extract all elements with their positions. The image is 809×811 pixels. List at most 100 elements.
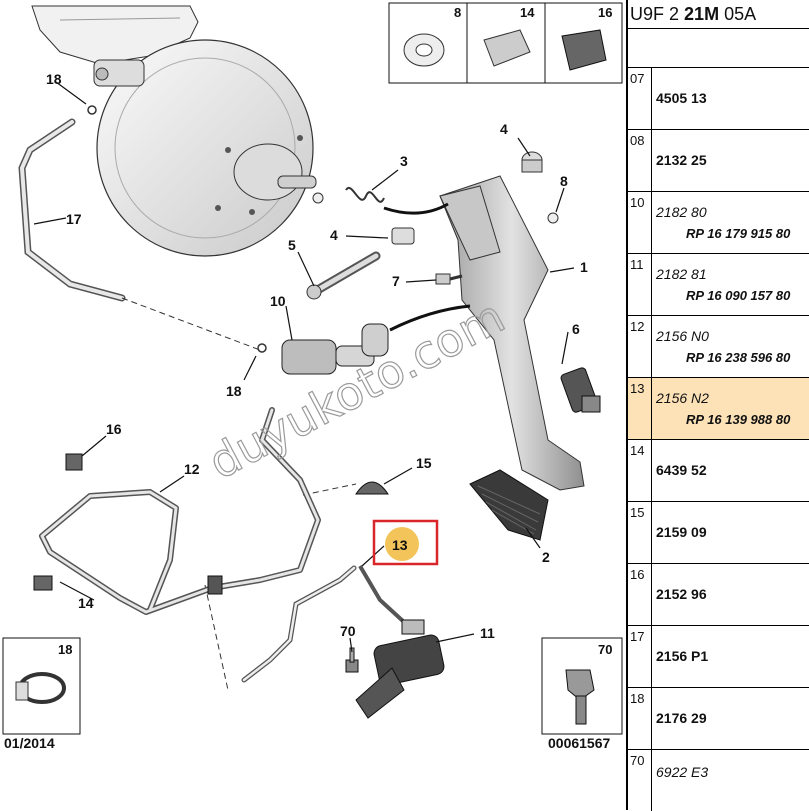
part-reference: 2182 80 (656, 204, 707, 220)
bush (521, 151, 543, 173)
part-reference: 6922 E3 (656, 764, 709, 780)
callout-14: 14 (78, 595, 94, 611)
pedal-switch (560, 367, 601, 413)
part-rp-number: RP 16 238 596 80 (686, 350, 791, 365)
svg-text:18: 18 (58, 642, 72, 657)
row-index: 14 (628, 440, 652, 501)
callout-18-top: 18 (46, 71, 62, 87)
part-reference: 2132 25 (656, 152, 707, 168)
bolt (345, 647, 359, 673)
part-reference: 2156 P1 (656, 648, 709, 664)
row-index: 18 (628, 688, 652, 749)
screw (435, 273, 463, 285)
vacuum-hose (18, 118, 126, 302)
callout-1: 1 (580, 259, 588, 275)
pipe-clip (33, 453, 223, 595)
row-index: 15 (628, 502, 652, 563)
master-cylinder (281, 304, 471, 375)
footer-date: 01/2014 (4, 735, 55, 751)
row-index: 16 (628, 564, 652, 625)
callout-13: 13 (392, 537, 408, 553)
part-reference: 4505 13 (656, 90, 707, 106)
part-reference: 2156 N2 (656, 390, 709, 406)
washer (547, 212, 559, 224)
callout-4-top: 4 (500, 121, 508, 137)
callout-70: 70 (340, 623, 356, 639)
booster-valve (93, 59, 145, 87)
callout-3: 3 (400, 153, 408, 169)
header-spacer (628, 28, 809, 67)
slave-cylinder (355, 619, 445, 719)
part-code-header: U9F 2 21M 05A (630, 4, 757, 24)
callout-10: 10 (270, 293, 286, 309)
inset-box-18: 18 (2, 637, 81, 735)
clutch-pedal (439, 175, 585, 491)
row-index: 08 (628, 130, 652, 191)
hydraulic-pipe (39, 407, 321, 615)
svg-text:16: 16 (598, 5, 612, 20)
part-reference: 2152 96 (656, 586, 707, 602)
exploded-parts-diagram: 1 2 3 4 4 5 6 7 8 10 11 12 14 15 16 17 1… (2, 2, 623, 751)
callout-numbers: 1 2 3 4 4 5 6 7 8 10 11 12 14 15 16 17 1… (46, 71, 588, 641)
pivot-pin (306, 251, 381, 300)
callout-6: 6 (572, 321, 580, 337)
callout-12: 12 (184, 461, 200, 477)
callout-15: 15 (416, 455, 432, 471)
svg-text:14: 14 (520, 5, 535, 20)
part-rp-number: RP 16 179 915 80 (686, 226, 791, 241)
part-rp-number: RP 16 090 157 80 (686, 288, 791, 303)
bush-middle (391, 227, 415, 245)
callout-7: 7 (392, 273, 400, 289)
inset-box-14: 14 (466, 2, 546, 84)
inset-box-8: 8 (388, 2, 468, 84)
inset-box-70: 70 (541, 637, 623, 735)
part-rp-number: RP 16 139 988 80 (686, 412, 791, 427)
pedal-pad (469, 469, 549, 541)
grommet (355, 481, 389, 495)
inset-box-16: 16 (544, 2, 623, 84)
row-index: 10 (628, 192, 652, 253)
callout-18-mid: 18 (226, 383, 242, 399)
callout-17: 17 (66, 211, 82, 227)
row-index: 07 (628, 68, 652, 129)
part-reference: 2159 09 (656, 524, 707, 540)
callout-4-mid: 4 (330, 227, 338, 243)
highlighted-callout-13[interactable]: 13 (372, 519, 439, 566)
callout-5: 5 (288, 237, 296, 253)
seal-ring (257, 343, 267, 353)
brake-booster (96, 39, 324, 257)
callout-11: 11 (480, 625, 495, 641)
svg-text:70: 70 (598, 642, 612, 657)
part-reference: 2182 81 (656, 266, 707, 282)
watermark: duyukoto.com (200, 289, 513, 490)
row-index: 17 (628, 626, 652, 687)
footer-doc-number: 00061567 (548, 735, 611, 751)
row-index: 12 (628, 316, 652, 377)
row-index: 11 (628, 254, 652, 315)
row-index: 13 (628, 378, 652, 439)
part-reference: 2156 N0 (656, 328, 709, 344)
callout-16: 16 (106, 421, 122, 437)
seal-ring-top (87, 105, 97, 115)
part-reference: 2176 29 (656, 710, 707, 726)
spring (345, 186, 449, 215)
reference-dashed-lines (121, 297, 357, 691)
part-reference: 6439 52 (656, 462, 707, 478)
callout-2: 2 (542, 549, 550, 565)
row-index: 70 (628, 750, 652, 811)
clutch-hose (241, 564, 406, 683)
leader-lines (33, 81, 575, 653)
